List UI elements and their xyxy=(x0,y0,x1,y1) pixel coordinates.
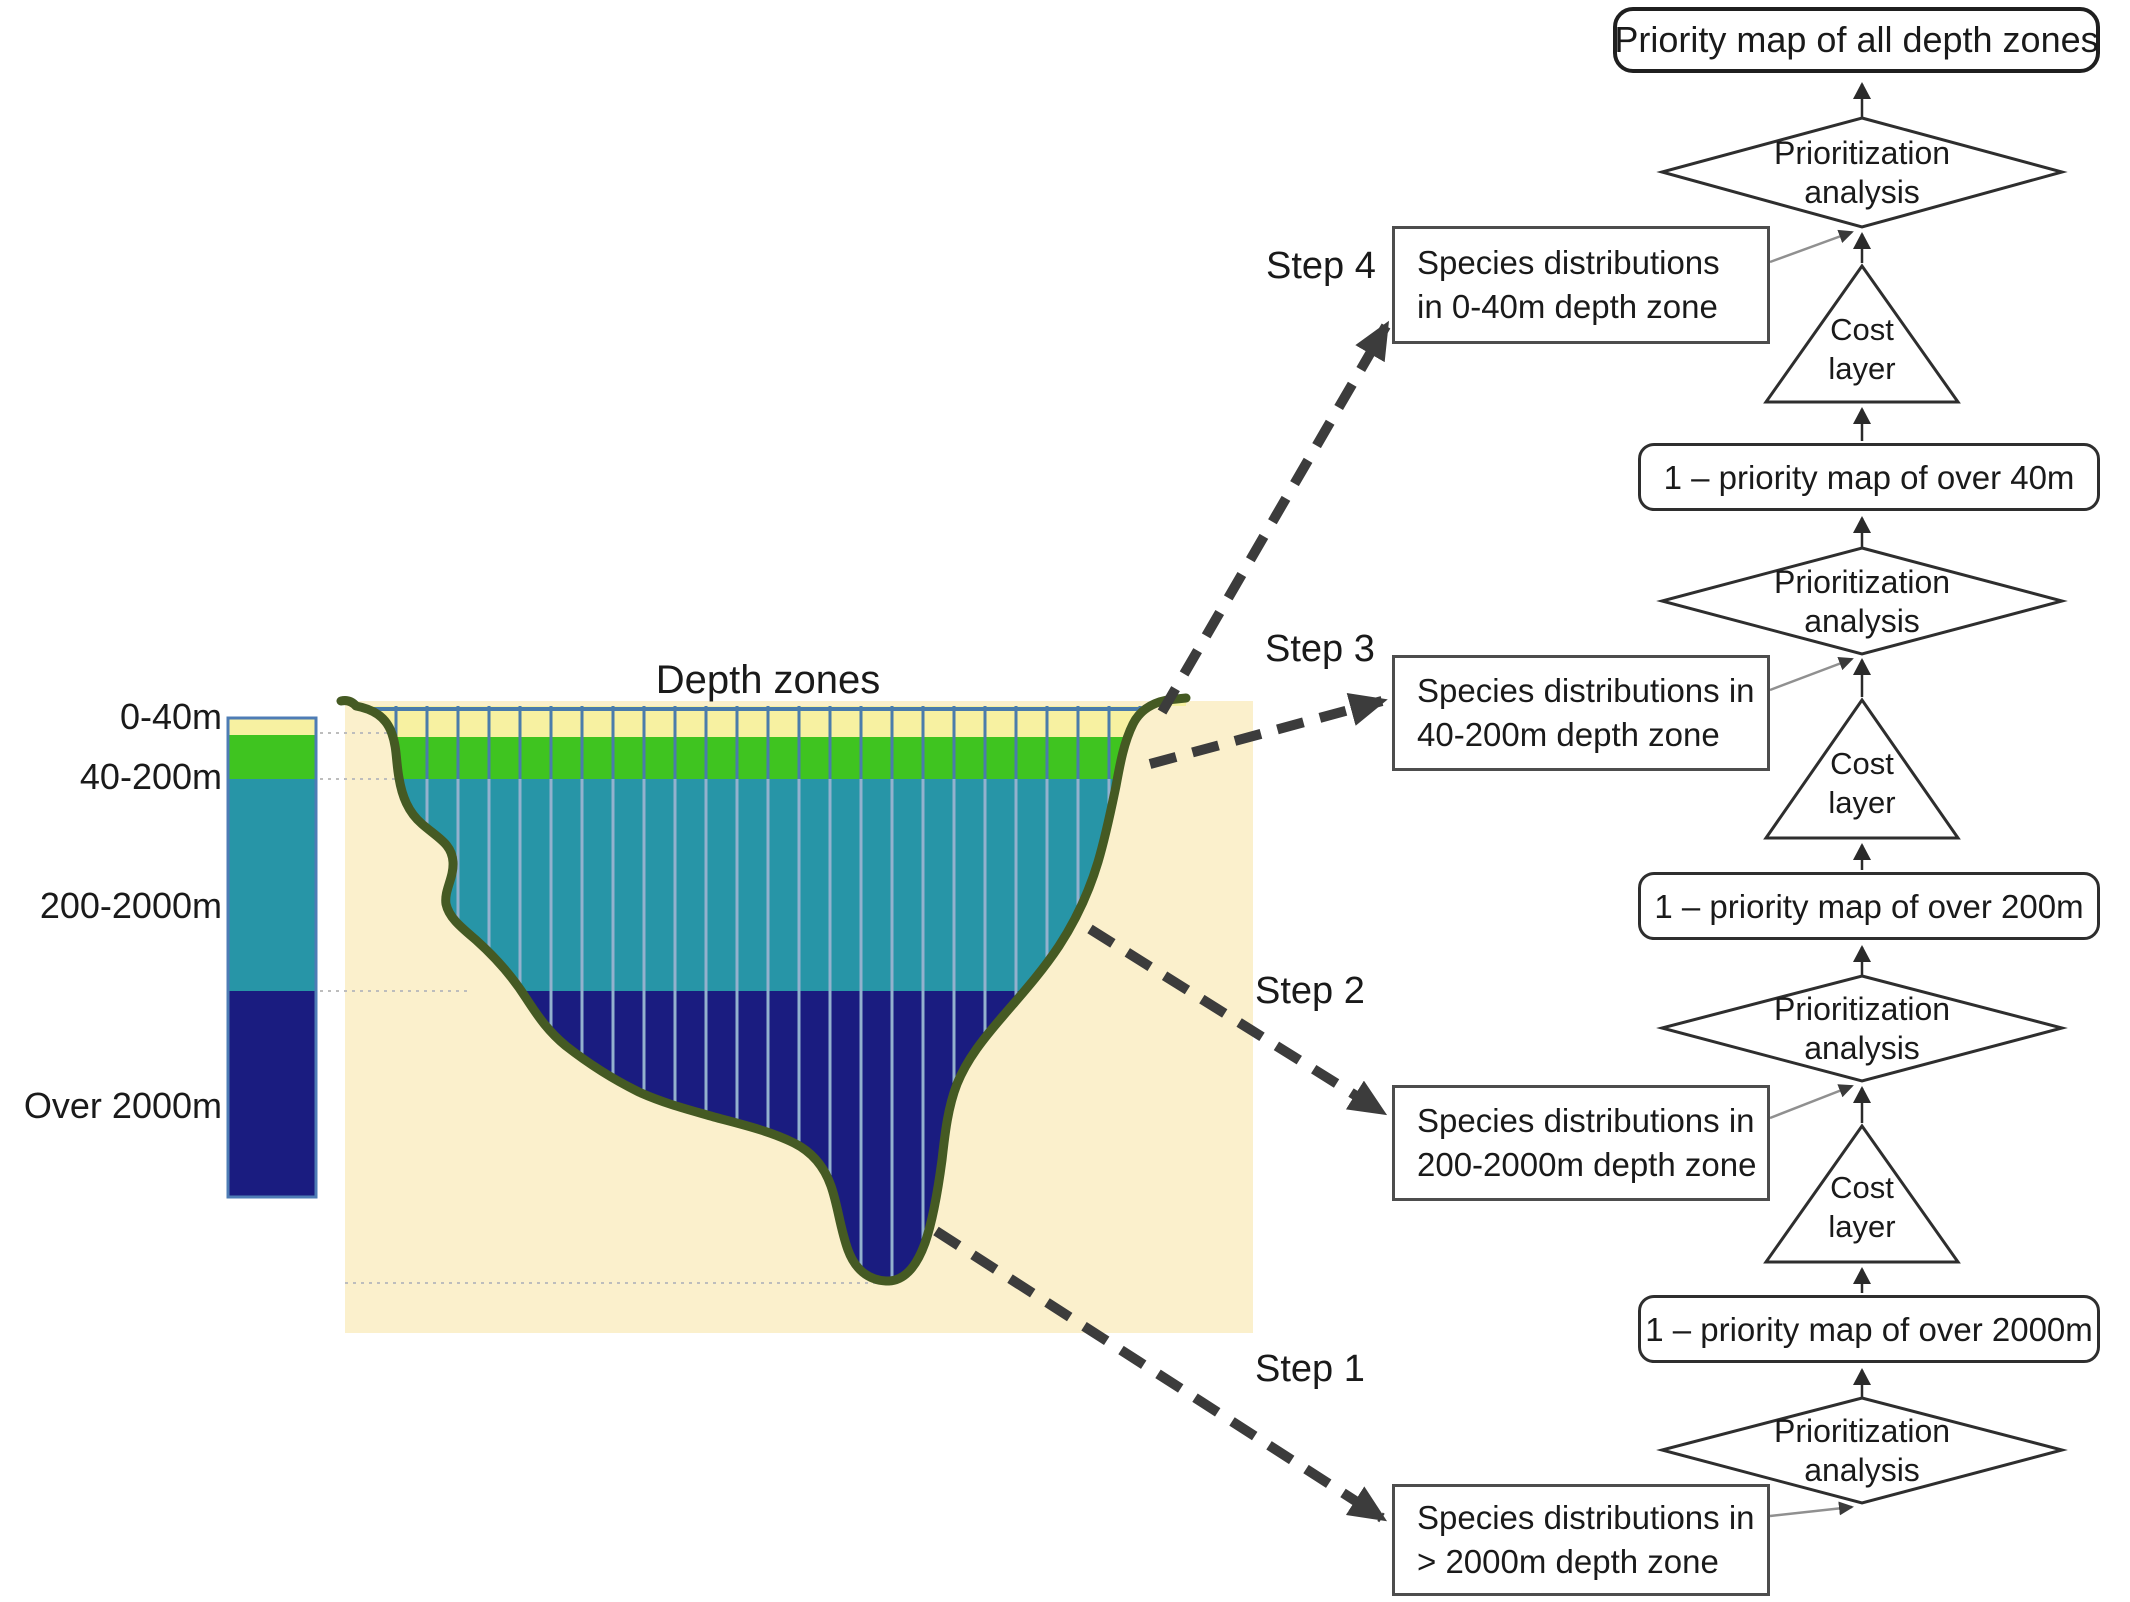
diamond-4-label: Prioritization analysis xyxy=(1712,1412,2012,1490)
depth-gridlines xyxy=(320,732,884,1284)
species-box-200-2000m-line1: Species distributions in xyxy=(1417,1102,1755,1139)
dashed-arrow-step-4 xyxy=(1157,320,1391,715)
cost-layer-1-line1: Cost xyxy=(1830,312,1894,347)
diamond-1-line1: Prioritization xyxy=(1773,135,1951,171)
step-1-label: Step 1 xyxy=(1255,1348,1365,1390)
priority-map-over-200m-box: 1 – priority map of over 200m xyxy=(1638,872,2100,940)
species-box-40-200m: Species distributions in 40-200m depth z… xyxy=(1392,655,1770,771)
triangle-cost-layer-2 xyxy=(1763,697,1961,840)
step-4-label: Step 4 xyxy=(1266,245,1376,287)
step-2-label: Step 2 xyxy=(1255,970,1365,1012)
cost-layer-2-line2: layer xyxy=(1828,785,1896,820)
diamond-2-label: Prioritization analysis xyxy=(1712,563,2012,641)
species-box-over-2000m-line2: > 2000m depth zone xyxy=(1417,1543,1719,1580)
step-3-label: Step 3 xyxy=(1265,628,1375,670)
band-40-200m xyxy=(341,737,1186,779)
connector-step2-to-diamond xyxy=(1769,1084,1854,1120)
diamond-3-line1: Prioritization xyxy=(1773,991,1951,1027)
triangle-cost-layer-3 xyxy=(1763,1123,1961,1264)
cost-layer-3-label: Cost layer xyxy=(1762,1168,1962,1246)
diamond-prioritization-3 xyxy=(1656,974,2068,1083)
diamond-3-line2: analysis xyxy=(1804,1030,1920,1066)
basin-outline xyxy=(336,693,1191,1286)
diamond-1-line2: analysis xyxy=(1804,174,1920,210)
connector-step1-to-diamond xyxy=(1769,1501,1854,1518)
legend-label-0-40m: 0-40m xyxy=(119,696,222,737)
species-box-0-40m-line2: in 0-40m depth zone xyxy=(1417,288,1718,325)
species-box-40-200m-line1: Species distributions in xyxy=(1417,672,1755,709)
diamond-prioritization-4 xyxy=(1656,1396,2068,1505)
diamond-2-line1: Prioritization xyxy=(1773,564,1951,600)
cost-layer-1-label: Cost layer xyxy=(1762,310,1962,388)
species-box-over-2000m-line1: Species distributions in xyxy=(1417,1499,1755,1536)
connector-step4-to-diamond xyxy=(1769,229,1854,264)
species-box-40-200m-line2: 40-200m depth zone xyxy=(1417,716,1720,753)
cost-layer-1-line2: layer xyxy=(1828,351,1896,386)
legend-label-40-200m: 40-200m xyxy=(79,756,222,797)
dashed-arrow-step-3 xyxy=(1148,692,1388,769)
priority-map-over-2000m-box: 1 – priority map of over 2000m xyxy=(1638,1295,2100,1363)
legend-label-over-2000m: Over 2000m xyxy=(23,1085,222,1126)
species-box-200-2000m-line2: 200-2000m depth zone xyxy=(1417,1146,1757,1183)
result-box-priority-map-all-zones: Priority map of all depth zones xyxy=(1613,7,2100,73)
species-box-0-40m-line1: Species distributions xyxy=(1417,244,1720,281)
diamond-1-label: Prioritization analysis xyxy=(1712,134,2012,212)
diamond-4-line1: Prioritization xyxy=(1773,1413,1951,1449)
diamond-2-line2: analysis xyxy=(1804,603,1920,639)
cost-layer-3-line1: Cost xyxy=(1830,1170,1894,1205)
species-box-200-2000m: Species distributions in 200-2000m depth… xyxy=(1392,1085,1770,1201)
dashed-arrow-step-2 xyxy=(1087,924,1388,1117)
dashed-arrow-step-1 xyxy=(933,1226,1388,1523)
priority-map-over-40m-box: 1 – priority map of over 40m xyxy=(1638,443,2100,511)
cross-section-title: Depth zones xyxy=(655,658,881,702)
result-box-text: Priority map of all depth zones xyxy=(1614,19,2099,60)
priority-map-over-200m-text: 1 – priority map of over 200m xyxy=(1654,887,2084,925)
legend-label-200-2000m: 200-2000m xyxy=(39,885,222,926)
legend-color-bar xyxy=(226,716,318,1199)
connector-step3-to-diamond xyxy=(1769,657,1854,692)
priority-map-over-40m-text: 1 – priority map of over 40m xyxy=(1663,458,2075,496)
diamond-3-label: Prioritization analysis xyxy=(1712,990,2012,1068)
cost-layer-2-label: Cost layer xyxy=(1762,744,1962,822)
cost-layer-2-line1: Cost xyxy=(1830,746,1894,781)
species-box-0-40m: Species distributions in 0-40m depth zon… xyxy=(1392,226,1770,344)
diamond-prioritization-2 xyxy=(1656,546,2068,656)
triangle-cost-layer-1 xyxy=(1763,263,1961,404)
cost-layer-3-line2: layer xyxy=(1828,1209,1896,1244)
diamond-prioritization-1 xyxy=(1656,116,2068,229)
priority-map-over-2000m-text: 1 – priority map of over 2000m xyxy=(1645,1310,2093,1348)
species-box-over-2000m: Species distributions in > 2000m depth z… xyxy=(1392,1484,1770,1596)
diamond-4-line2: analysis xyxy=(1804,1452,1920,1488)
